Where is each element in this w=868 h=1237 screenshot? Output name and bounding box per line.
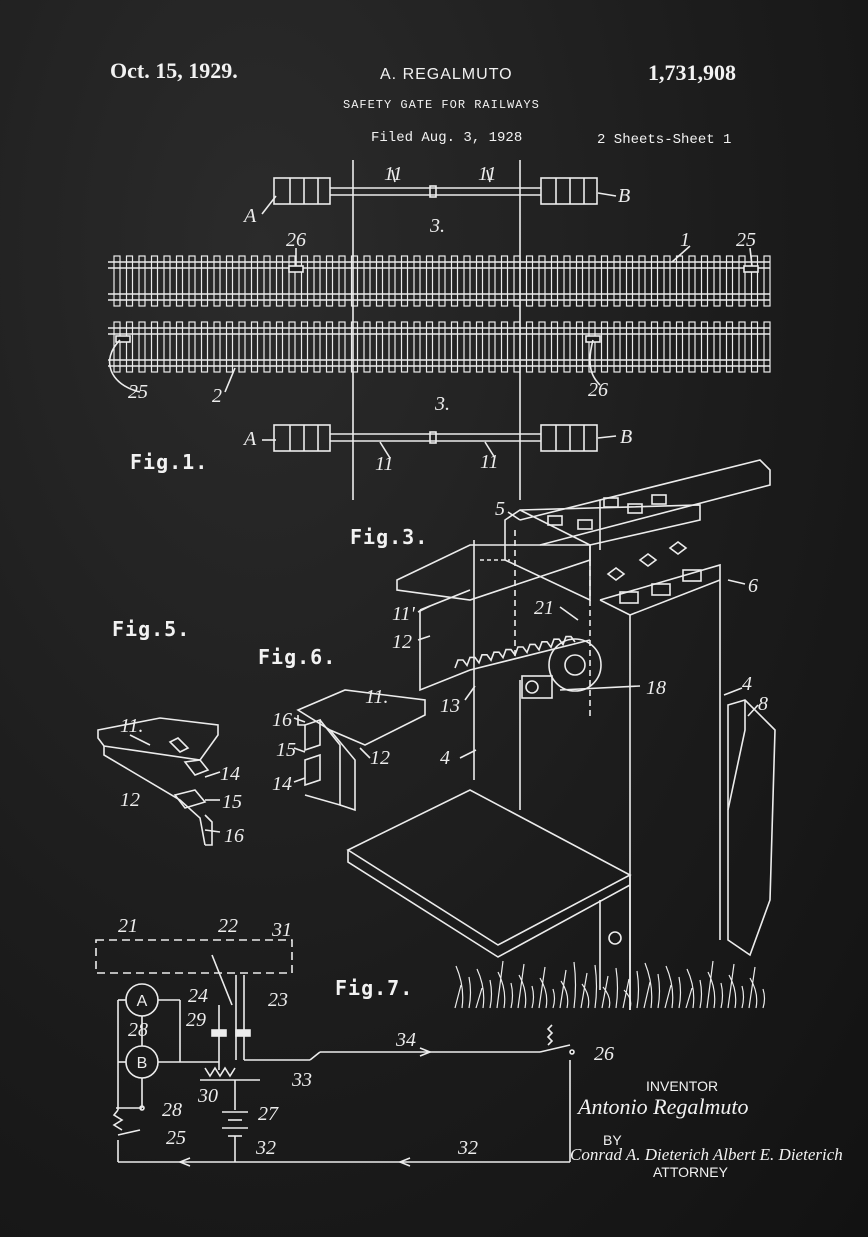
- label-11: 11.: [120, 715, 144, 737]
- label-2: 2: [212, 385, 222, 407]
- fig5-joint: [97, 717, 221, 846]
- meter-a-label: A: [137, 993, 148, 1010]
- label-26: 26: [588, 379, 608, 401]
- fig5-label: Fig.5.: [112, 617, 191, 641]
- label-13: 13: [440, 695, 460, 717]
- patent-title: SAFETY GATE FOR RAILWAYS: [343, 98, 540, 112]
- label-b: B: [618, 185, 630, 207]
- fig1-label: Fig.1.: [130, 450, 209, 474]
- label-21: 21: [118, 915, 138, 937]
- fig1-plan-view: [108, 160, 771, 500]
- track-1: [108, 255, 771, 307]
- sheet-count: 2 Sheets-Sheet 1: [597, 132, 732, 148]
- label-26: 26: [594, 1043, 614, 1065]
- label-23: 23: [268, 989, 288, 1011]
- label-25: 25: [736, 229, 756, 251]
- label-28: 28: [128, 1019, 148, 1041]
- label-16: 16: [272, 709, 292, 731]
- label-12: 12: [370, 747, 390, 769]
- label-a: A: [242, 428, 257, 450]
- label-34: 34: [395, 1029, 416, 1051]
- fig3-perspective: [346, 459, 776, 1010]
- fig6-label: Fig.6.: [258, 645, 337, 669]
- label-11: 11: [384, 163, 403, 185]
- inventor-header: A. REGALMUTO: [380, 66, 513, 83]
- meter-b-label: B: [137, 1055, 148, 1072]
- label-25: 25: [128, 381, 148, 403]
- label-11: 11: [375, 453, 394, 475]
- attorney-signature: Conrad A. Dieterich Albert E. Dieterich: [570, 1145, 843, 1164]
- label-3: 3.: [429, 215, 445, 237]
- label-5: 5: [495, 498, 505, 520]
- label-12: 12: [120, 789, 140, 811]
- label-8: 8: [758, 693, 768, 715]
- label-32: 32: [255, 1137, 276, 1159]
- label-32: 32: [457, 1137, 478, 1159]
- label-26: 26: [286, 229, 306, 251]
- label-14: 14: [272, 773, 292, 795]
- label-21: 21: [534, 597, 554, 619]
- label-1: 1: [680, 229, 690, 251]
- label-24: 24: [188, 985, 208, 1007]
- filed-date: Filed Aug. 3, 1928: [371, 130, 523, 146]
- label-30: 30: [197, 1085, 218, 1107]
- label-a: A: [242, 205, 257, 227]
- inventor-heading: INVENTOR: [646, 1078, 719, 1094]
- gate-box-a-top: [273, 177, 331, 205]
- label-15: 15: [276, 739, 296, 761]
- fig3-label: Fig.3.: [350, 525, 429, 549]
- patent-date: Oct. 15, 1929.: [110, 58, 238, 83]
- fig7-label: Fig.7.: [335, 976, 414, 1000]
- track-2: [108, 321, 771, 373]
- label-16: 16: [224, 825, 244, 847]
- fig7-circuit: [95, 939, 575, 1167]
- attorney-heading: ATTORNEY: [653, 1164, 728, 1180]
- gate-box-a-bottom: [273, 424, 331, 452]
- label-29: 29: [186, 1009, 206, 1031]
- label-28: 28: [162, 1099, 182, 1121]
- patent-number: 1,731,908: [648, 60, 736, 85]
- label-3: 3.: [434, 393, 450, 415]
- by-label: BY: [603, 1132, 622, 1148]
- label-33: 33: [291, 1069, 312, 1091]
- inventor-signature: Antonio Regalmuto: [578, 1094, 749, 1119]
- fig6-joint: [293, 689, 426, 812]
- label-22: 22: [218, 915, 238, 937]
- label-25: 25: [166, 1127, 186, 1149]
- label-15: 15: [222, 791, 242, 813]
- label-11: 11: [480, 451, 499, 473]
- label-14: 14: [220, 763, 240, 785]
- label-12: 12: [392, 631, 412, 653]
- label-11-prime: 11': [392, 603, 416, 625]
- label-11: 11.: [365, 686, 389, 708]
- label-27: 27: [258, 1103, 279, 1125]
- label-18: 18: [646, 677, 666, 699]
- label-6: 6: [748, 575, 758, 597]
- label-31: 31: [271, 919, 292, 941]
- gate-box-b-bottom: [540, 424, 598, 452]
- label-4: 4: [440, 747, 450, 769]
- gate-box-b-top: [540, 177, 598, 205]
- label-b: B: [620, 426, 632, 448]
- label-4: 4: [742, 673, 752, 695]
- label-11: 11: [478, 163, 497, 185]
